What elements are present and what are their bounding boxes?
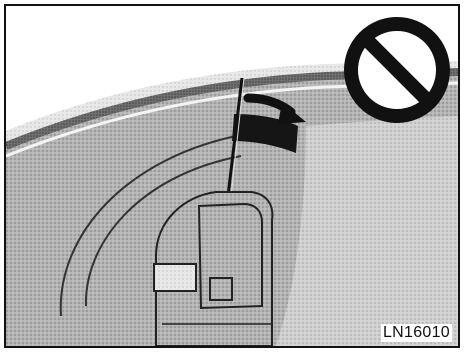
- illustration-frame: LN16010: [4, 4, 460, 348]
- reference-code: LN16010: [381, 324, 452, 342]
- antenna-mount: [154, 192, 272, 346]
- antenna-illustration: [6, 6, 458, 346]
- prohibition-sign-icon: [351, 24, 443, 116]
